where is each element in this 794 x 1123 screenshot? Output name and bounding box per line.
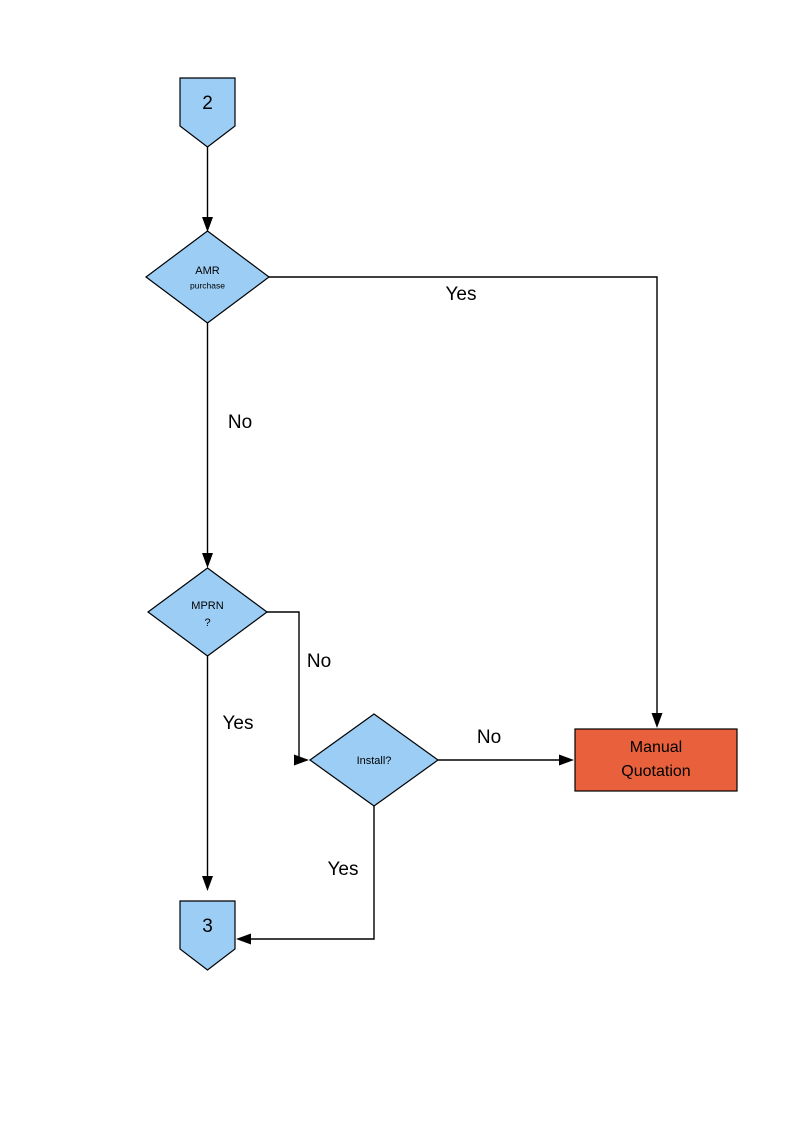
arrow-head-install-left xyxy=(294,754,309,766)
decision-mprn-label-line2: ? xyxy=(204,617,210,629)
edge-label-install-yes: Yes xyxy=(328,859,359,880)
node-decision-install[interactable]: Install? xyxy=(308,713,440,807)
decision-amr-shape[interactable] xyxy=(144,230,271,324)
connector-3-shape[interactable] xyxy=(179,900,236,971)
node-connector-3[interactable]: 3 xyxy=(179,900,236,971)
edge-install-yes xyxy=(236,806,375,945)
decision-amr-label-line1: AMR xyxy=(195,265,220,277)
connector-2-label: 2 xyxy=(202,93,213,114)
arrow-head-connector3-right xyxy=(236,933,251,945)
manual-quotation-shape[interactable] xyxy=(574,728,738,792)
decision-mprn-label-line1: MPRN xyxy=(191,600,223,612)
edge-amr-no xyxy=(202,323,213,568)
connector-2-shape[interactable] xyxy=(179,77,236,148)
decision-install-label: Install? xyxy=(357,755,392,767)
node-decision-mprn[interactable]: MPRN ? xyxy=(146,567,269,657)
edge-label-mprn-no: No xyxy=(307,651,331,672)
edge-label-amr-yes: Yes xyxy=(446,284,477,305)
edge-amr-yes xyxy=(269,276,663,728)
edge-connector2-to-amr xyxy=(202,147,213,232)
decision-mprn-shape[interactable] xyxy=(146,567,269,657)
edge-label-amr-no: No xyxy=(228,412,252,433)
decision-amr-label-line2: purchase xyxy=(190,280,225,290)
manual-quotation-label-line2: Quotation xyxy=(621,763,690,780)
edge-path-amr-yes xyxy=(269,276,658,718)
edge-path-mprn-no xyxy=(267,611,300,761)
edge-label-mprn-yes: Yes xyxy=(223,713,254,734)
edge-path-install-yes xyxy=(245,806,375,940)
arrow-head-mprn-top xyxy=(202,553,213,568)
connector-3-label: 3 xyxy=(202,916,213,937)
edge-label-install-no: No xyxy=(477,727,501,748)
arrow-head-amr-top xyxy=(202,217,213,232)
arrow-head-manual-quotation-top xyxy=(651,713,663,728)
edge-mprn-no xyxy=(267,611,309,766)
node-connector-2[interactable]: 2 xyxy=(179,77,236,148)
manual-quotation-label-line1: Manual xyxy=(630,739,682,756)
edge-mprn-yes xyxy=(202,656,213,891)
node-decision-amr[interactable]: AMR purchase xyxy=(144,230,271,324)
decision-install-shape[interactable] xyxy=(308,713,440,807)
edge-install-no xyxy=(438,754,574,766)
arrow-head-connector3-top xyxy=(202,876,213,891)
node-process-manual-quotation[interactable]: Manual Quotation xyxy=(574,728,738,792)
arrow-head-manual-quotation-left xyxy=(559,754,574,766)
